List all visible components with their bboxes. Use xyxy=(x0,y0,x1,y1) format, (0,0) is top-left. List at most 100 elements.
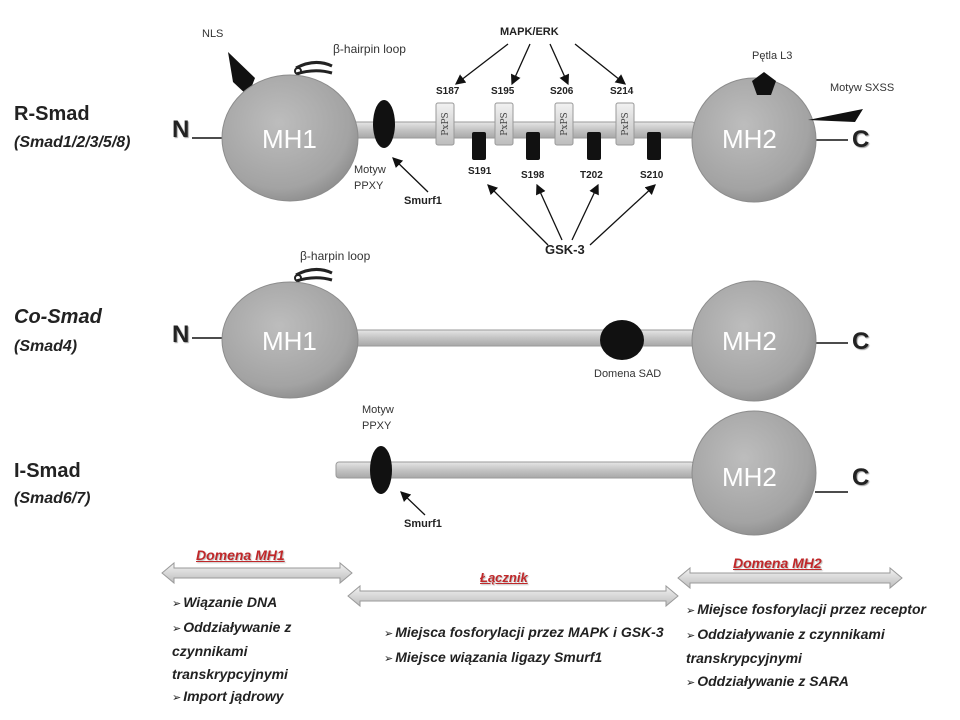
gsk-site-2 xyxy=(526,132,540,160)
mh2-double-arrow xyxy=(677,566,903,590)
motyw-sxss-label: Motyw SXSS xyxy=(830,82,895,94)
smurf1-label: Smurf1 xyxy=(404,195,442,207)
bullet-arrow-icon: ➢ xyxy=(384,652,394,665)
sxss-wedge xyxy=(808,109,863,122)
pxps-box-1 xyxy=(435,102,455,146)
mapk-erk-label: MAPK/ERK xyxy=(500,26,559,38)
gsk-site-4 xyxy=(647,132,661,160)
mapk-arrows xyxy=(454,43,627,86)
site-s214: S214 xyxy=(610,86,634,97)
ismad-ppxy-line-2: PPXY xyxy=(362,420,392,432)
legend-mh2-title: Domena MH2 xyxy=(733,555,822,571)
ppxy-line-2: PPXY xyxy=(354,180,384,192)
ismad-name: I-Smad xyxy=(14,460,81,482)
legend-mh1-list: ➢Wiązanie DNA ➢Oddziaływanie z czynnikam… xyxy=(172,591,348,710)
bullet-arrow-icon: ➢ xyxy=(172,622,182,635)
legend-mh1-item: ➢Wiązanie DNA xyxy=(172,594,278,610)
cosmad-sub: (Smad4) xyxy=(14,338,78,355)
gsk3-label: GSK-3 xyxy=(545,242,585,257)
sad-label: Domena SAD xyxy=(594,368,662,380)
ismad-smurf1-label: Smurf1 xyxy=(404,518,442,530)
mh1-double-arrow xyxy=(161,561,353,585)
site-s210: S210 xyxy=(640,170,664,181)
pxps-label-4: PxPS xyxy=(621,112,631,135)
legend-linker-item: ➢Miejsce wiązania ligazy Smurf1 xyxy=(384,648,603,665)
legend-mh1-title: Domena MH1 xyxy=(196,547,285,563)
legend-mh2-item: ➢Oddziaływanie z SARA xyxy=(686,672,849,689)
cosmad-mh2-globe xyxy=(691,280,817,402)
site-s195: S195 xyxy=(491,86,515,97)
pxps-box-2 xyxy=(494,102,514,146)
bullet-arrow-icon: ➢ xyxy=(686,605,696,617)
site-t202: T202 xyxy=(580,170,603,181)
pxps-label-1: PxPS xyxy=(441,112,451,135)
cosmad-mh1-label: MH1 xyxy=(262,326,317,356)
ismad-ppxy-label: Motyw PPXY xyxy=(362,402,394,434)
ismad-sub: (Smad6/7) xyxy=(14,490,91,507)
rsmad-name: R-Smad xyxy=(14,103,90,125)
legend-linker-list: ➢Miejsca fosforylacji przez MAPK i GSK-3… xyxy=(384,621,674,670)
cosmad-mh2-label: MH2 xyxy=(722,326,777,356)
rsmad-protein: PxPS PxPS PxPS PxPS xyxy=(192,43,863,246)
legend-linker-item: ➢Miejsca fosforylacji przez MAPK i GSK-3 xyxy=(384,624,664,640)
rsmad-c-terminus: C xyxy=(852,126,870,153)
rsmad-mh2-label: MH2 xyxy=(722,124,777,154)
cosmad-c-terminus: C xyxy=(852,328,870,355)
bullet-arrow-icon: ➢ xyxy=(686,676,696,689)
bullet-arrow-icon: ➢ xyxy=(172,692,182,705)
hairpin-label: β-hairpin loop xyxy=(333,42,406,56)
nls-wedge xyxy=(228,52,255,96)
legend-mh2-list: ➢Miejsce fosforylacji przez receptor ➢Od… xyxy=(686,598,948,694)
ismad-ppxy-oval xyxy=(370,446,392,494)
petla-l3-label: Pętla L3 xyxy=(752,50,793,62)
cosmad-n-terminus: N xyxy=(172,321,190,348)
legend-linker-title: Łącznik xyxy=(480,570,528,585)
ismad-mh2-label: MH2 xyxy=(722,462,777,492)
cosmad-hairpin-label: β-harpin loop xyxy=(300,249,371,263)
ismad-protein xyxy=(335,410,848,536)
ppxy-line-1: Motyw xyxy=(354,164,386,176)
ismad-ppxy-line-1: Motyw xyxy=(362,404,394,416)
petla-l3-pentagon xyxy=(752,72,776,95)
rsmad-ppxy-oval xyxy=(373,100,395,148)
rsmad-linker xyxy=(349,121,696,139)
cosmad-name: Co-Smad xyxy=(14,306,102,328)
ismad-mh2-globe xyxy=(691,410,817,536)
linker-double-arrow xyxy=(347,584,679,608)
gsk3-arrows xyxy=(487,183,656,246)
site-s187: S187 xyxy=(436,86,460,97)
legend-arrows xyxy=(161,561,903,608)
rsmad-mh1-globe xyxy=(221,74,359,202)
smurf1-arrow xyxy=(392,157,429,193)
pxps-label-3: PxPS xyxy=(560,112,570,135)
rsmad-sub: (Smad1/2/3/5/8) xyxy=(14,134,131,151)
gsk-site-3 xyxy=(587,132,601,160)
site-s206: S206 xyxy=(550,86,574,97)
legend-mh2-item: ➢Oddziaływanie z czynnikami transkrypcyj… xyxy=(686,625,885,667)
pxps-box-4 xyxy=(615,102,635,146)
bullet-arrow-icon: ➢ xyxy=(384,628,394,640)
legend-mh1-item: ➢Import jądrowy xyxy=(172,688,284,705)
pxps-label-2: PxPS xyxy=(500,112,510,135)
rsmad-n-terminus: N xyxy=(172,116,190,143)
rsmad-mh2-globe xyxy=(691,77,817,203)
ismad-c-terminus: C xyxy=(852,464,870,491)
hairpin-icon xyxy=(294,268,333,283)
bullet-arrow-icon: ➢ xyxy=(172,598,182,610)
site-s198: S198 xyxy=(521,170,545,181)
hairpin-icon xyxy=(294,61,333,76)
pxps-box-3 xyxy=(554,102,574,146)
legend-mh1-item: ➢Oddziaływanie z czynnikami transkrypcyj… xyxy=(172,618,292,682)
rsmad-ppxy-label: Motyw PPXY xyxy=(354,162,386,194)
ismad-smurf1-arrow xyxy=(400,491,426,516)
gsk-site-1 xyxy=(472,132,486,160)
nls-label: NLS xyxy=(202,28,224,40)
cosmad-mh1-globe xyxy=(221,281,359,399)
rsmad-mh1-label: MH1 xyxy=(262,124,317,154)
legend-mh2-item: ➢Miejsce fosforylacji przez receptor xyxy=(686,601,926,617)
cosmad-protein xyxy=(192,268,848,402)
bullet-arrow-icon: ➢ xyxy=(686,629,696,642)
sad-domain-oval xyxy=(600,320,644,360)
site-s191: S191 xyxy=(468,166,492,177)
